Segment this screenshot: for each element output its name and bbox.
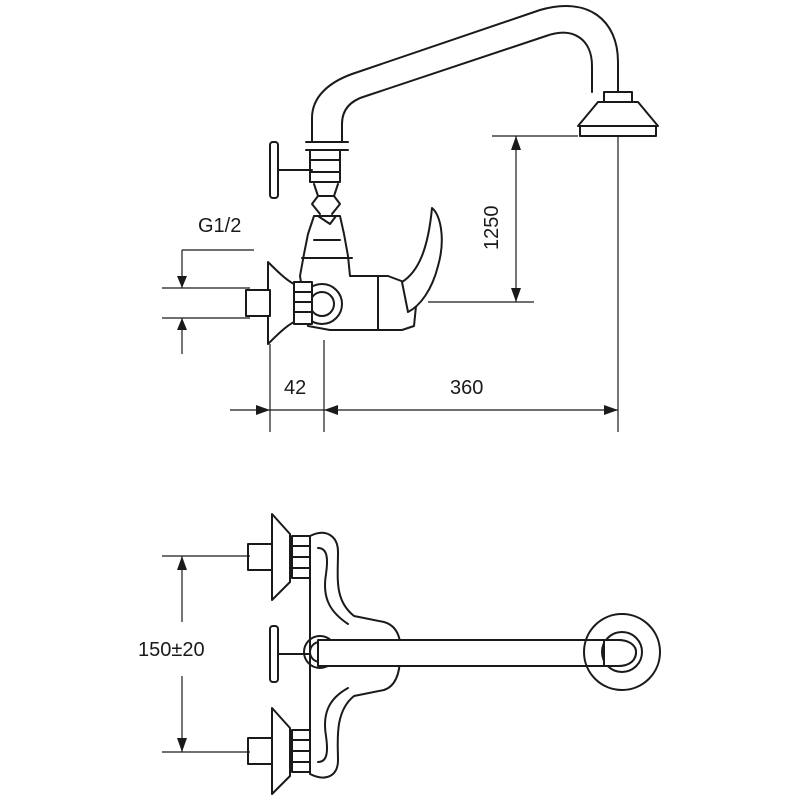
dim-spacing xyxy=(162,555,250,753)
label-spacing: 150±20 xyxy=(138,639,205,661)
mixer-body xyxy=(299,207,443,331)
label-thread: G1/2 xyxy=(198,215,241,237)
dim-height xyxy=(428,135,578,303)
upper-inlet xyxy=(247,513,311,601)
spout-top xyxy=(317,613,661,691)
lower-inlet xyxy=(247,707,311,795)
top-view: 150±20 xyxy=(138,513,661,795)
dim-thread xyxy=(162,249,254,354)
label-reach: 360 xyxy=(450,377,483,399)
spout-head xyxy=(577,91,659,137)
dim-horizontal xyxy=(230,136,619,432)
wall-flange xyxy=(245,261,313,345)
side-view: G1/2 1250 42 360 xyxy=(162,5,659,432)
label-height: 1250 xyxy=(481,206,503,251)
label-offset: 42 xyxy=(284,377,306,399)
spout-wall-knob xyxy=(269,141,313,199)
spout-pipe xyxy=(305,5,619,215)
